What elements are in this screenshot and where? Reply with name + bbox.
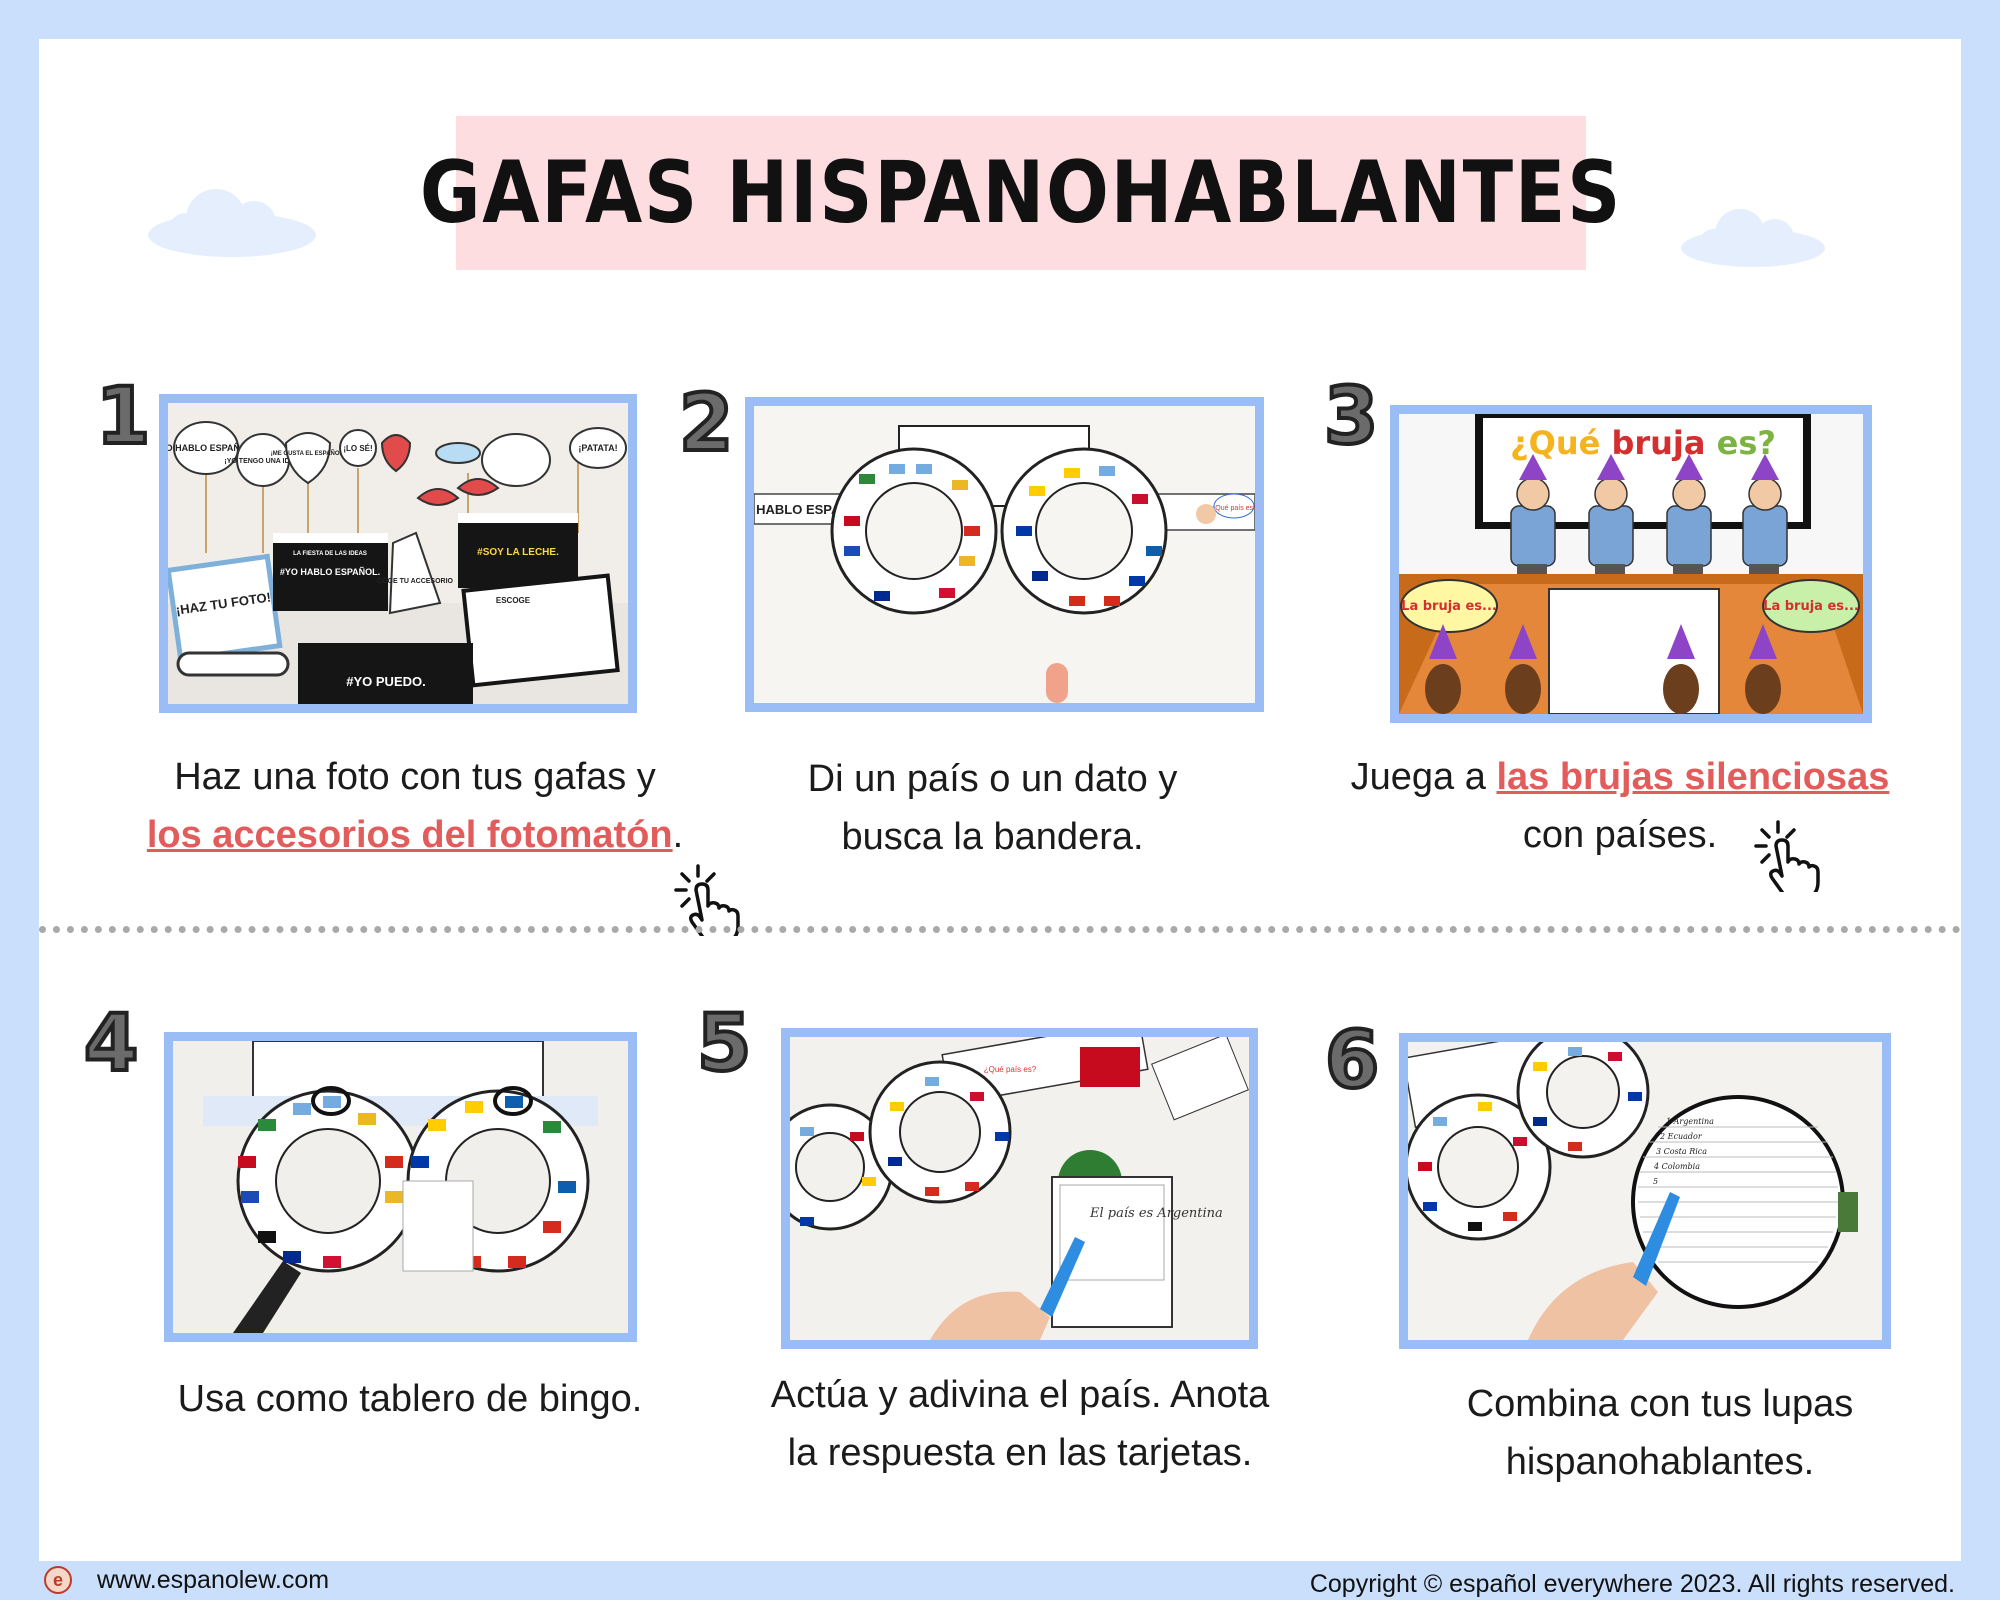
caption-text: con países. bbox=[1522, 814, 1718, 856]
prop-text: ¡ME GUSTA EL ESPAÑOL! bbox=[271, 450, 345, 457]
caption-step-6: Combina con tus lupas hispanohablantes. bbox=[1380, 1375, 1940, 1491]
bubble-text: La bruja es... bbox=[1401, 599, 1497, 614]
photo-step-1: ¡YO HABLO ESPAÑOL! ¡YO TENGO UNA IDEA! ¡… bbox=[159, 394, 637, 713]
caption-text: Haz una foto con tus gafas y bbox=[174, 756, 656, 798]
caption-text: Actúa y adivina el país. Anota bbox=[770, 1374, 1270, 1416]
step-number-1: 1 bbox=[94, 372, 152, 462]
prop-text: ESCOGE bbox=[496, 596, 531, 605]
title-banner: GAFAS HISPANOHABLANTES bbox=[420, 116, 1620, 270]
caption-step-2: Di un país o un dato y busca la bandera. bbox=[740, 750, 1245, 866]
brand-logo-icon: e bbox=[44, 1566, 72, 1594]
bubble-text: La bruja es... bbox=[1763, 599, 1859, 614]
prop-text: ¡PATATA! bbox=[578, 443, 617, 453]
prop-text: ¡YO HABLO ESPAÑOL! bbox=[168, 443, 255, 453]
caption-step-4: Usa como tablero de bingo. bbox=[150, 1370, 670, 1428]
step-number-4: 4 bbox=[82, 999, 140, 1089]
cloud-left bbox=[148, 189, 316, 257]
step-number-3: 3 bbox=[1322, 372, 1380, 462]
caption-text: Juega a bbox=[1350, 756, 1497, 798]
banner-text: ¿Qué bbox=[1510, 424, 1611, 462]
photo-step-4 bbox=[164, 1032, 637, 1342]
pointer-click-icon[interactable] bbox=[672, 862, 750, 936]
caption-text: Di un país o un dato y bbox=[807, 758, 1178, 800]
bubble-text: ¿Qué país es? bbox=[1211, 505, 1255, 512]
list-item: 2 Ecuador bbox=[1659, 1132, 1703, 1141]
photo-booth-accessories-link[interactable]: los accesorios del fotomatón bbox=[146, 814, 673, 856]
caption-text: hispanohablantes. bbox=[1505, 1441, 1815, 1483]
photo-step-2: HABLO ESPAÑOL ¿Qué país es? bbox=[745, 397, 1264, 712]
cloud-right bbox=[1681, 209, 1825, 267]
list-item: 3 Costa Rica bbox=[1656, 1147, 1707, 1156]
section-divider bbox=[39, 926, 1961, 933]
svg-text:¿Qué bruja es?: ¿Qué bruja es? bbox=[1510, 424, 1776, 462]
caption-step-1: Haz una foto con tus gafas y los accesor… bbox=[100, 748, 730, 864]
caption-text: busca la bandera. bbox=[841, 816, 1144, 858]
caption-text: Usa como tablero de bingo. bbox=[177, 1378, 643, 1420]
prop-text: COGE TU ACCESORIO bbox=[377, 578, 454, 585]
caption-step-5: Actúa y adivina el país. Anota la respue… bbox=[740, 1366, 1300, 1482]
caption-text: Combina con tus lupas bbox=[1466, 1383, 1854, 1425]
card-text: El país es Argentina bbox=[1089, 1206, 1223, 1221]
list-item: 4 Colombia bbox=[1653, 1162, 1700, 1171]
caption-text: . bbox=[672, 814, 684, 856]
prop-text: #YO HABLO ESPAÑOL. bbox=[280, 567, 380, 577]
prop-text: ¡LO SÉ! bbox=[343, 444, 372, 453]
step-number-6: 6 bbox=[1323, 1016, 1381, 1106]
step-number-2: 2 bbox=[677, 379, 735, 469]
photo-step-3: ¿Qué bruja es? La bruja es... La bruja e… bbox=[1390, 405, 1872, 723]
footer-bar bbox=[0, 1561, 2000, 1600]
bubble-text: ¿Qué país es? bbox=[984, 1065, 1037, 1074]
page-title: GAFAS HISPANOHABLANTES bbox=[419, 143, 1623, 243]
prop-text: ¡YO TENGO UNA IDEA! bbox=[224, 458, 301, 465]
prop-text: LA FIESTA DE LAS IDEAS bbox=[293, 551, 367, 557]
website-link[interactable]: www.espanolew.com bbox=[97, 1566, 330, 1594]
banner-text: bruja bbox=[1611, 424, 1705, 462]
pointer-click-icon[interactable] bbox=[1752, 818, 1830, 892]
prop-text: #YO PUEDO. bbox=[346, 674, 425, 689]
list-item: 5 bbox=[1653, 1177, 1658, 1186]
caption-text: la respuesta en las tarjetas. bbox=[787, 1432, 1253, 1474]
step-number-5: 5 bbox=[695, 999, 753, 1089]
copyright-text: Copyright © español everywhere 2023. All… bbox=[1309, 1570, 1955, 1598]
silent-witches-link[interactable]: las brujas silenciosas bbox=[1496, 756, 1890, 798]
caption-step-3: Juega a las brujas silenciosas con paíse… bbox=[1300, 748, 1940, 864]
list-item: 1 Argentina bbox=[1666, 1117, 1714, 1126]
photo-step-6: 1 Argentina 2 Ecuador 3 Costa Rica 4 Col… bbox=[1399, 1033, 1891, 1349]
prop-text: #SOY LA LECHE. bbox=[477, 547, 559, 558]
photo-step-5: ¿Qué país es? El país es Argentina bbox=[781, 1028, 1258, 1349]
